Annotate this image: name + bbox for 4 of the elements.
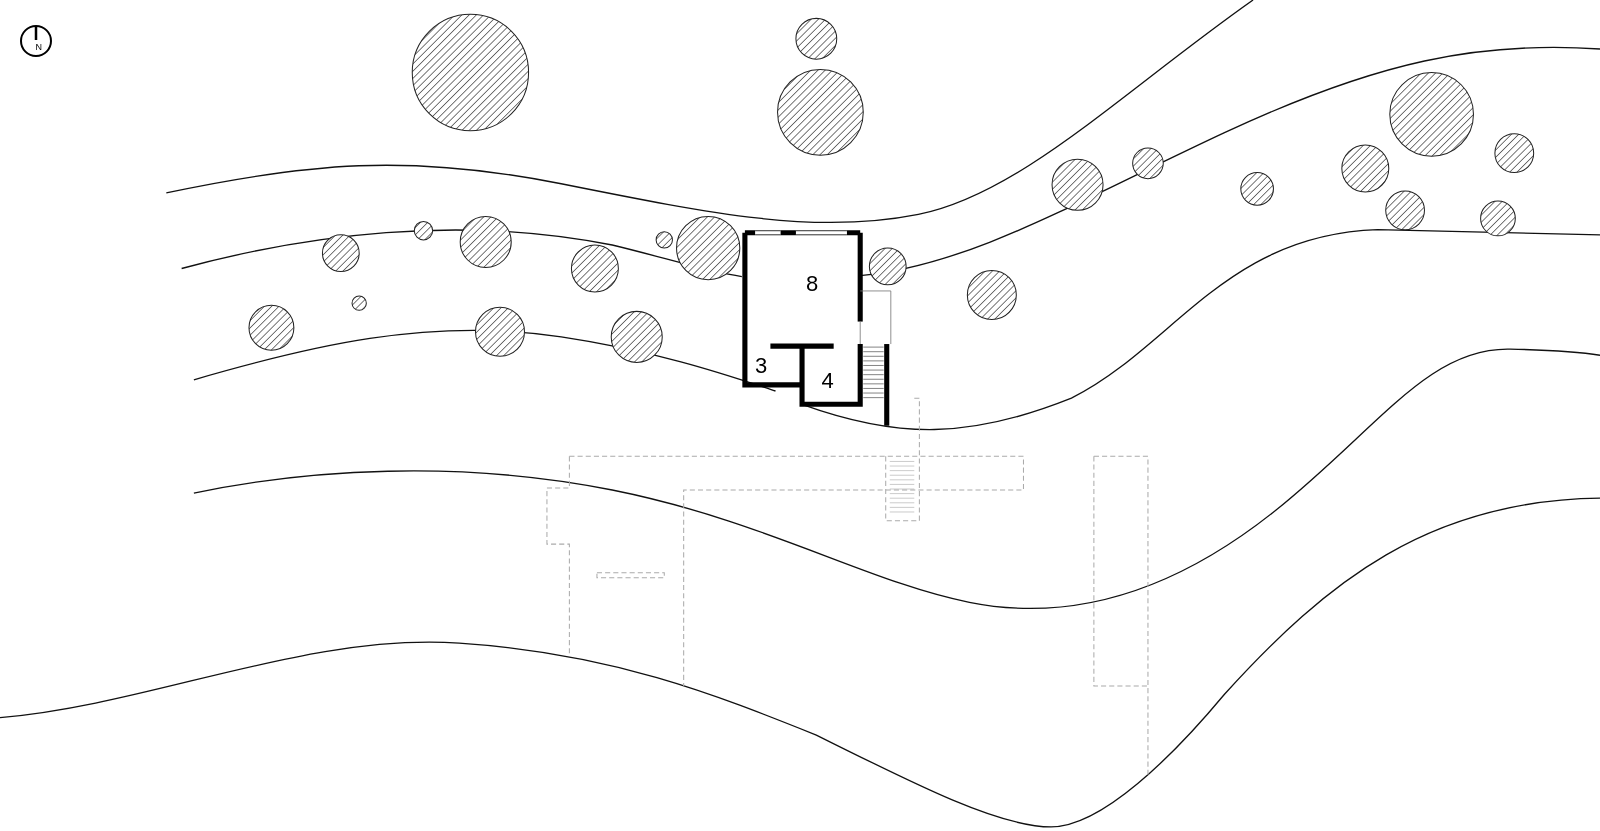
room-number: 8: [806, 272, 819, 295]
room-number: 3: [755, 355, 768, 378]
north-label: N: [35, 42, 42, 52]
room-number: 4: [821, 369, 834, 392]
